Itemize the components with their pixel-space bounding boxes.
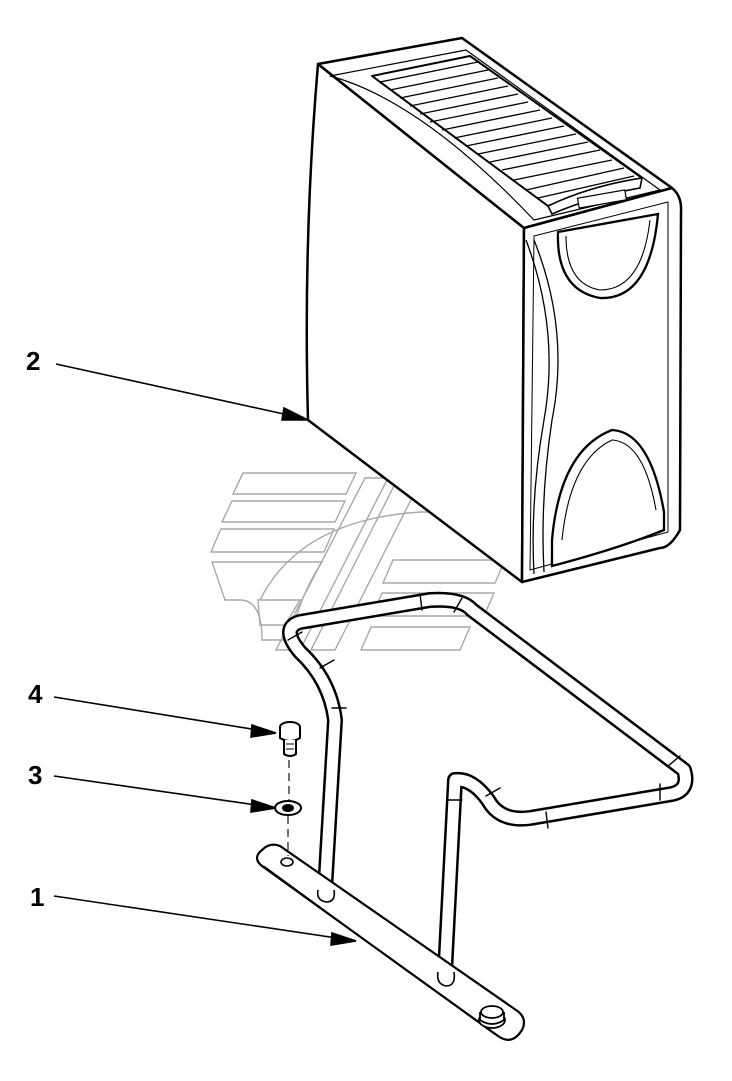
assembly-axis: [287, 760, 290, 856]
upper-front-opening: [556, 212, 660, 300]
leader-lines: [53, 363, 357, 946]
front-panel-openings: [550, 212, 666, 568]
lower-front-opening: [550, 428, 666, 568]
tube-feet: [316, 889, 456, 987]
callout-4: 4: [28, 679, 43, 709]
callout-1: 1: [30, 882, 44, 912]
brand-plate: [576, 189, 628, 209]
bolt-4: [279, 721, 301, 757]
washer-3: [274, 800, 302, 816]
housing-left-edge: [525, 239, 559, 575]
support-frame-tube: [282, 591, 694, 980]
vent-slats: [379, 61, 635, 199]
base-strip-hole: [280, 857, 294, 867]
callout-2: 2: [26, 346, 40, 376]
callout-3: 3: [28, 760, 42, 790]
base-bolt: [478, 1005, 506, 1029]
